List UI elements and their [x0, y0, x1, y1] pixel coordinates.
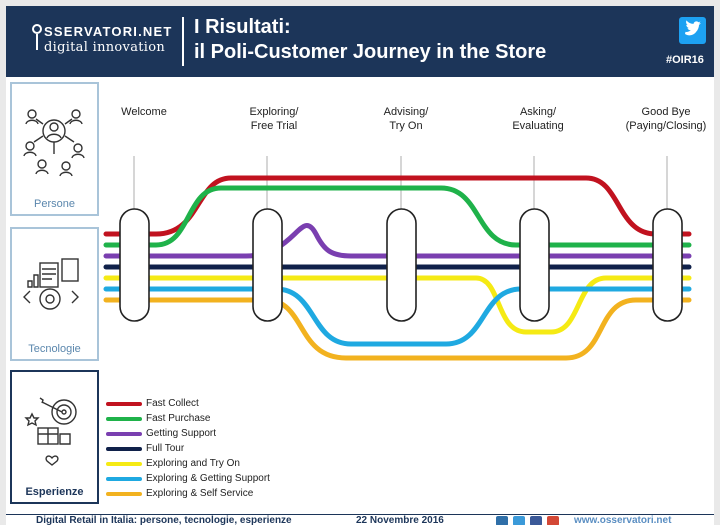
- page-title-line2: il Poli-Customer Journey in the Store: [194, 41, 547, 63]
- sidebar-label-persone: Persone: [34, 198, 75, 210]
- stage-label-welcome: Welcome: [121, 106, 167, 118]
- footer-date: 22 Novembre 2016: [356, 515, 444, 525]
- technology-icon: [23, 258, 79, 310]
- stage-label-goodbye: Good Bye(Paying/Closing): [625, 106, 707, 132]
- linkedin-icon[interactable]: [496, 516, 508, 525]
- hashtag-label: #OIR16: [666, 54, 704, 66]
- legend-label: Exploring & Self Service: [146, 488, 254, 499]
- route-exploring-getting-support: [103, 286, 692, 347]
- sidebar-panel-persone: Persone: [10, 82, 99, 216]
- footer-url-link[interactable]: www.osservatori.net: [574, 515, 672, 525]
- legend-swatch: [106, 432, 142, 436]
- legend-label: Exploring and Try On: [146, 458, 240, 469]
- sidebar-label-esperienze: Esperienze: [25, 486, 84, 498]
- stage-label-exploring: Exploring/Free Trial: [249, 106, 299, 132]
- sidebar-panel-esperienze: Esperienze: [10, 370, 99, 504]
- stage-node-asking: [519, 208, 550, 322]
- footer-title: Digital Retail in Italia: persone, tecno…: [36, 515, 292, 525]
- route-exploring-self-service: [103, 297, 692, 361]
- sidebar-panel-tecnologie: Tecnologie: [10, 227, 99, 361]
- facebook-icon[interactable]: [530, 516, 542, 525]
- legend-label: Full Tour: [146, 443, 185, 454]
- stage-label-asking: Asking/Evaluating: [512, 106, 564, 132]
- legend-label: Fast Collect: [146, 398, 199, 409]
- page-title-line1: I Risultati:: [194, 16, 291, 38]
- header-divider: [182, 17, 184, 66]
- legend-swatch: [106, 402, 142, 406]
- legend-label: Exploring & Getting Support: [146, 473, 270, 484]
- stage-node-exploring: [252, 208, 283, 322]
- stage-node-goodbye: [652, 208, 683, 322]
- legend-swatch: [106, 462, 142, 466]
- journey-routes-diagram: [103, 156, 692, 361]
- footer-divider: [6, 514, 714, 515]
- legend-swatch: [106, 477, 142, 481]
- logo-pin-stem: [36, 34, 38, 50]
- stage-node-welcome: [119, 208, 150, 322]
- experiences-icon: [24, 397, 77, 466]
- twitter-bird-icon[interactable]: [679, 17, 706, 44]
- header-bar: SSERVATORI.NET digital innovation I Risu…: [6, 6, 714, 77]
- route-fast-purchase: [103, 185, 692, 248]
- people-icon: [23, 109, 85, 177]
- stage-connectors: [133, 156, 668, 210]
- legend-label: Getting Support: [146, 428, 217, 439]
- legend-swatch: [106, 417, 142, 421]
- googleplus-icon[interactable]: [547, 516, 559, 525]
- legend-swatch: [106, 447, 142, 451]
- stage-node-advising: [386, 208, 417, 322]
- logo-bottom-text: digital innovation: [44, 40, 166, 55]
- logo-top-text: SSERVATORI.NET: [44, 24, 173, 39]
- logo-pin-icon: [32, 24, 42, 34]
- stage-label-advising: Advising/Try On: [383, 106, 429, 132]
- legend-label: Fast Purchase: [146, 413, 211, 424]
- twitter-icon[interactable]: [513, 516, 525, 525]
- sidebar-label-tecnologie: Tecnologie: [28, 343, 81, 355]
- slide: SSERVATORI.NET digital innovation I Risu…: [6, 6, 714, 525]
- legend-swatch: [106, 492, 142, 496]
